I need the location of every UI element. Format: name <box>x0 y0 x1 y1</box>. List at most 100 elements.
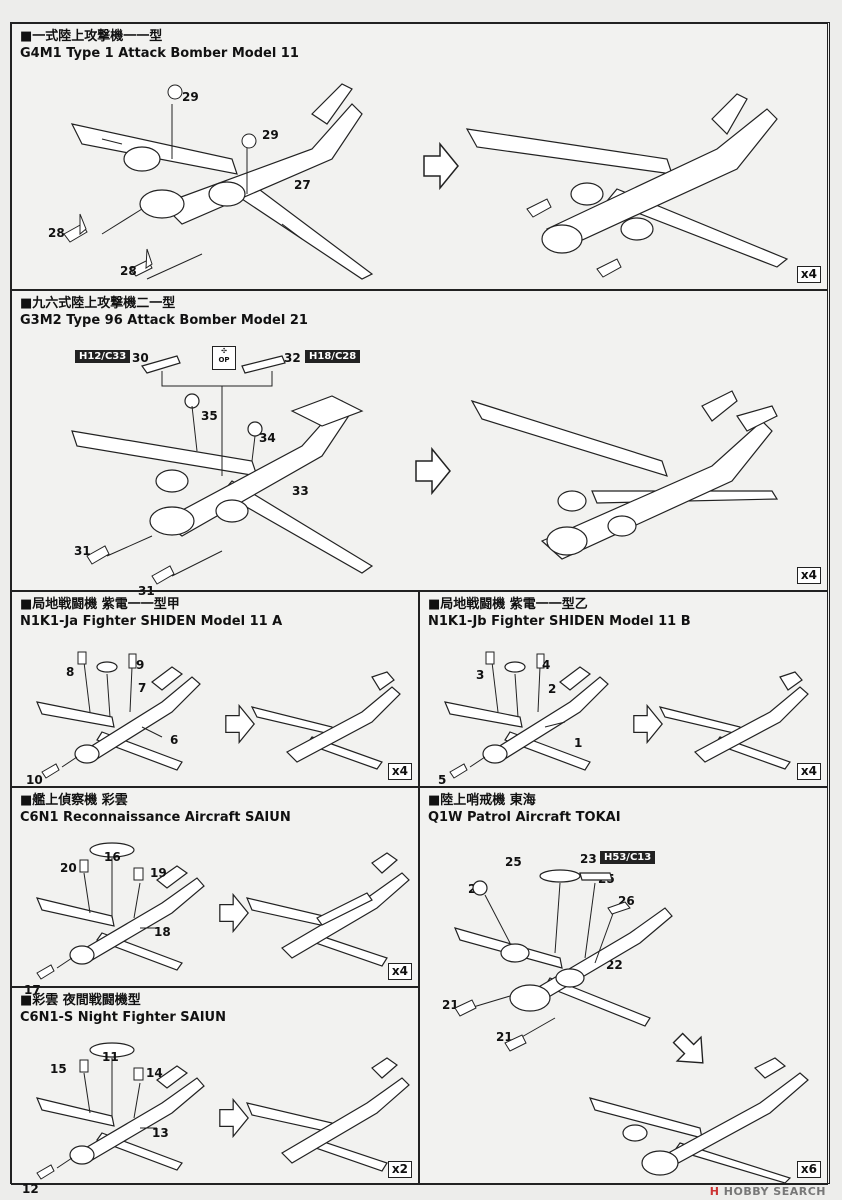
part-number: 21 <box>442 998 459 1012</box>
part-number: 28 <box>120 264 137 278</box>
panel-title: ■彩雲 夜間戦闘機型 C6N1-S Night Fighter SAIUN <box>20 992 226 1026</box>
title-jp: ■一式陸上攻撃機一一型 <box>20 29 163 44</box>
part-number: 25 <box>505 855 522 869</box>
part-number: 9 <box>136 658 145 672</box>
paint-tag: H18/C28 <box>305 350 361 363</box>
watermark-brand: HOBBY SEARCH <box>723 1185 826 1198</box>
title-en: C6N1 Reconnaissance Aircraft SAIUN <box>20 810 291 825</box>
q1w-assembled-drawing <box>588 1057 809 1184</box>
title-jp: ■局地戦闘機 紫電一一型乙 <box>428 597 588 612</box>
part-number: 31 <box>74 544 91 558</box>
part-number: 35 <box>201 409 218 423</box>
g3m2-exploded-drawing <box>71 355 374 585</box>
part-number: 27 <box>294 178 311 192</box>
panel-n1k1-ja: ■局地戦闘機 紫電一一型甲 N1K1-Ja Fighter SHIDEN Mod… <box>11 591 419 787</box>
c6n1-exploded-drawing <box>35 842 205 980</box>
part-number: 30 <box>132 351 149 365</box>
arrow-right-icon <box>415 446 451 496</box>
part-number: 32 <box>284 351 301 365</box>
watermark-prefix: H <box>709 1185 720 1198</box>
part-number: 15 <box>50 1062 67 1076</box>
panel-title: ■陸上哨戒機 東海 Q1W Patrol Aircraft TOKAI <box>428 792 621 826</box>
part-number: 11 <box>102 1050 119 1064</box>
panel-c6n1s: ■彩雲 夜間戦闘機型 C6N1-S Night Fighter SAIUN <box>11 987 419 1196</box>
quantity-badge: x4 <box>796 763 821 780</box>
hobby-search-watermark: H HOBBY SEARCH <box>710 1185 826 1198</box>
arrow-down-right-icon <box>672 1032 704 1064</box>
part-number: 22 <box>606 958 623 972</box>
part-number: 33 <box>292 484 309 498</box>
quantity-badge: x6 <box>796 1161 821 1178</box>
panel-title: ■艦上偵察機 彩雲 C6N1 Reconnaissance Aircraft S… <box>20 792 291 826</box>
part-number: 20 <box>60 861 77 875</box>
panel-title: ■九六式陸上攻撃機二一型 G3M2 Type 96 Attack Bomber … <box>20 295 308 329</box>
title-en: Q1W Patrol Aircraft TOKAI <box>428 810 621 825</box>
part-number: 16 <box>104 850 121 864</box>
paint-tag: H12/C33 <box>75 350 131 363</box>
title-en: N1K1-Jb Fighter SHIDEN Model 11 B <box>428 614 691 629</box>
g4m1-assembled-drawing <box>465 93 789 278</box>
panel-title: ■局地戦闘機 紫電一一型甲 N1K1-Ja Fighter SHIDEN Mod… <box>20 596 282 630</box>
instruction-sheet: ■一式陸上攻撃機一一型 G4M1 Type 1 Attack Bomber Mo… <box>10 22 830 1196</box>
part-number: 4 <box>542 658 551 672</box>
arrow-right-icon <box>633 703 663 745</box>
part-number: 5 <box>438 773 447 787</box>
part-number: 18 <box>154 925 171 939</box>
quantity-badge: x4 <box>796 266 821 283</box>
part-number: 29 <box>182 90 199 104</box>
title-jp: ■陸上哨戒機 東海 <box>428 793 536 808</box>
part-number: 2 <box>548 682 557 696</box>
part-number: 7 <box>138 681 147 695</box>
title-jp: ■彩雲 夜間戦闘機型 <box>20 993 141 1008</box>
title-en: N1K1-Ja Fighter SHIDEN Model 11 A <box>20 614 283 629</box>
quantity-badge: x4 <box>387 963 412 980</box>
c6n1-assembled-drawing <box>245 852 410 967</box>
n1k1-jb-exploded-drawing <box>444 651 609 779</box>
part-number: 6 <box>170 733 179 747</box>
part-number: 3 <box>476 668 485 682</box>
op-label: OP <box>218 356 230 364</box>
arrow-right-icon <box>219 892 249 934</box>
quantity-badge: x4 <box>387 763 412 780</box>
n1k1-jb-assembled-drawing <box>658 671 809 770</box>
optional-part-icon: ✣OP <box>212 346 236 370</box>
title-en: G4M1 Type 1 Attack Bomber Model 11 <box>20 46 299 61</box>
part-number: 19 <box>150 866 167 880</box>
arrow-right-icon <box>219 1097 249 1139</box>
q1w-exploded-drawing <box>453 869 673 1052</box>
title-en: C6N1-S Night Fighter SAIUN <box>20 1010 226 1025</box>
part-number: 14 <box>146 1066 163 1080</box>
part-number: 29 <box>262 128 279 142</box>
panel-title: ■一式陸上攻撃機一一型 G4M1 Type 1 Attack Bomber Mo… <box>20 28 299 62</box>
panel-g3m2: ■九六式陸上攻撃機二一型 G3M2 Type 96 Attack Bomber … <box>11 290 828 598</box>
c6n1s-exploded-drawing <box>35 1042 205 1180</box>
n1k1-ja-exploded-drawing <box>36 651 201 779</box>
part-number: 23 <box>580 852 597 866</box>
panel-q1w: ■陸上哨戒機 東海 Q1W Patrol Aircraft TOKAI 25 2… <box>419 787 828 1185</box>
arrow-right-icon <box>225 703 255 745</box>
title-en: G3M2 Type 96 Attack Bomber Model 21 <box>20 313 308 328</box>
panel-title: ■局地戦闘機 紫電一一型乙 N1K1-Jb Fighter SHIDEN Mod… <box>428 596 691 630</box>
g3m2-assembled-drawing <box>470 390 779 560</box>
part-number: 1 <box>574 736 583 750</box>
part-number: 34 <box>259 431 276 445</box>
part-number: 21 <box>496 1030 513 1044</box>
part-number: 28 <box>48 226 65 240</box>
quantity-badge: x4 <box>796 567 821 584</box>
c6n1s-assembled-drawing <box>245 1057 410 1172</box>
title-jp: ■九六式陸上攻撃機二一型 <box>20 296 176 311</box>
panel-c6n1: ■艦上偵察機 彩雲 C6N1 Reconnaissance Aircraft S… <box>11 787 419 997</box>
paint-tag: H53/C13 <box>600 851 656 864</box>
part-number: 12 <box>22 1182 39 1196</box>
g4m1-exploded-drawing <box>63 83 374 280</box>
part-number: 17 <box>24 983 41 997</box>
arrow-right-icon <box>423 141 459 191</box>
part-number: 10 <box>26 773 43 787</box>
part-number: 8 <box>66 665 75 679</box>
title-jp: ■艦上偵察機 彩雲 <box>20 793 128 808</box>
part-number: 13 <box>152 1126 169 1140</box>
panel-g4m1: ■一式陸上攻撃機一一型 G4M1 Type 1 Attack Bomber Mo… <box>11 23 828 290</box>
panel-n1k1-jb: ■局地戦闘機 紫電一一型乙 N1K1-Jb Fighter SHIDEN Mod… <box>419 591 828 787</box>
n1k1-ja-assembled-drawing <box>250 671 401 770</box>
quantity-badge: x2 <box>387 1161 412 1178</box>
